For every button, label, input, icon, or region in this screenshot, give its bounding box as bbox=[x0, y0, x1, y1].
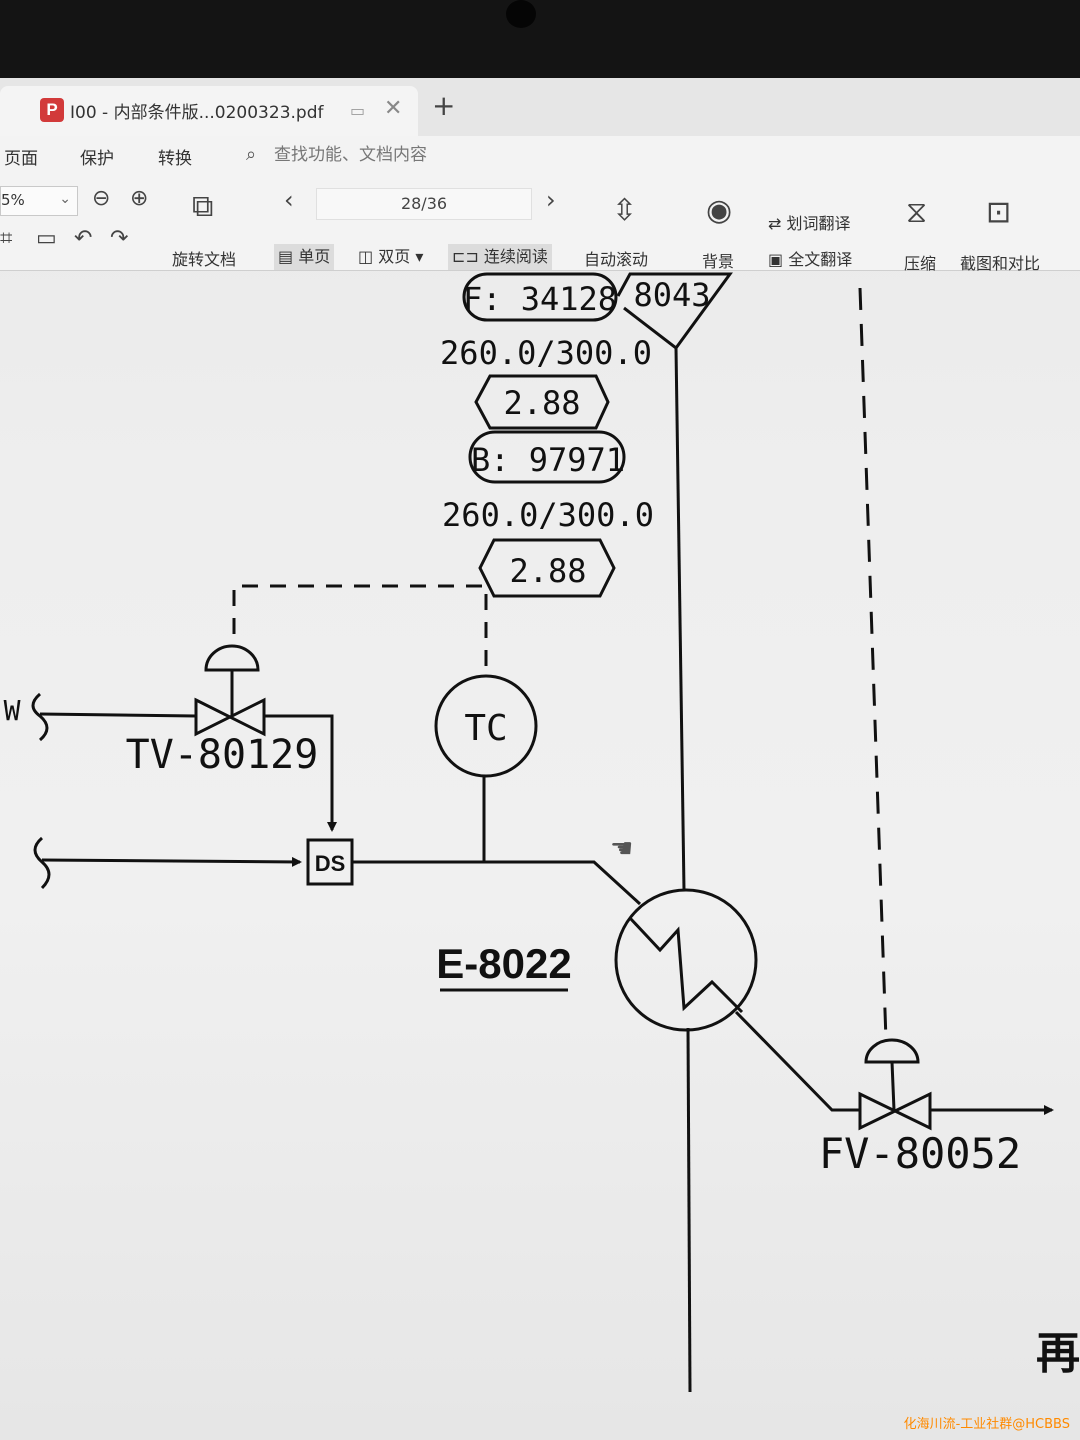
compress-label[interactable]: 压缩 bbox=[904, 254, 937, 273]
range-1: 260.0/300.0 bbox=[440, 334, 652, 372]
auto-scroll-icon[interactable]: ⇳ bbox=[612, 193, 638, 228]
word-translate-button[interactable]: ⇄ 划词翻译 bbox=[768, 210, 851, 234]
search-input[interactable] bbox=[274, 142, 534, 168]
single-page-icon: ▤ bbox=[278, 247, 294, 266]
range-2: 260.0/300.0 bbox=[442, 496, 654, 534]
tag-f-outline bbox=[462, 272, 618, 322]
line-to-exchanger bbox=[352, 860, 642, 906]
actuator-tv bbox=[204, 644, 260, 672]
menu-protect[interactable]: 保护 bbox=[80, 149, 114, 169]
process-line-bottom bbox=[686, 1027, 692, 1393]
zoom-value: 5% bbox=[1, 191, 25, 209]
line-w-inlet bbox=[39, 712, 197, 718]
actuator-fv bbox=[864, 1038, 920, 1064]
word-translate-label: 划词翻译 bbox=[786, 214, 851, 233]
rotate-left-icon[interactable]: ↶ bbox=[74, 226, 93, 251]
hand-cursor-icon: ☚ bbox=[610, 834, 634, 864]
full-translate-button[interactable]: ▣ 全文翻译 bbox=[768, 246, 852, 270]
zoom-select[interactable]: 5% ⌄ bbox=[0, 186, 78, 216]
tag-b-outline bbox=[468, 430, 626, 484]
actuator-stem-fv bbox=[890, 1061, 896, 1111]
valve-body-tv bbox=[194, 697, 266, 737]
stream-label-w: W bbox=[4, 694, 21, 727]
valve-body-fv bbox=[858, 1091, 932, 1131]
screenshot-icon[interactable]: ⊡ bbox=[986, 195, 1012, 230]
line-to-fv bbox=[734, 1010, 860, 1112]
corner-character: 再 bbox=[1036, 1328, 1080, 1379]
zoom-in-icon[interactable]: ⊕ bbox=[130, 186, 149, 211]
double-page-label: 双页 bbox=[378, 247, 411, 266]
watermark-text: 化海川流-工业社群@HCBBS bbox=[903, 1417, 1070, 1432]
tab-bar: P I00 - 内部条件版...0200323.pdf ▭ ✕ + bbox=[0, 78, 1080, 136]
monitor-screen: P I00 - 内部条件版...0200323.pdf ▭ ✕ + 页面 保护 … bbox=[0, 78, 1080, 1440]
search-icon: ⌕ bbox=[246, 144, 257, 165]
controller-tc bbox=[434, 674, 538, 778]
menu-convert[interactable]: 转换 bbox=[158, 149, 192, 169]
continuous-icon: ⊏⊐ bbox=[452, 247, 479, 266]
fit-width-icon[interactable]: ▭ bbox=[36, 226, 57, 251]
double-page-icon: ◫ bbox=[358, 247, 374, 266]
valve-label-tv: TV-80129 bbox=[126, 732, 319, 778]
prev-page-icon[interactable]: ‹ bbox=[284, 186, 294, 214]
camera bbox=[506, 0, 536, 28]
tab-title: I00 - 内部条件版...0200323.pdf bbox=[70, 103, 324, 123]
compress-icon[interactable]: ⧖ bbox=[906, 195, 928, 230]
value-2: 2.88 bbox=[509, 552, 586, 590]
tag-f: F: 34128 bbox=[463, 280, 617, 318]
rotate-document-label[interactable]: 旋转文档 bbox=[172, 250, 237, 269]
single-page-button[interactable]: ▤ 单页 bbox=[274, 244, 335, 270]
screenshot-compare-label[interactable]: 截图和对比 bbox=[960, 254, 1041, 273]
ds-label: DS bbox=[315, 851, 346, 876]
valve-label-fv: FV-80052 bbox=[819, 1129, 1021, 1178]
offpage-tag: 8043 bbox=[633, 276, 710, 314]
auto-scroll-label[interactable]: 自动滚动 bbox=[584, 250, 649, 269]
page-indicator[interactable]: 28/36 bbox=[316, 188, 532, 220]
offpage-connector bbox=[616, 272, 733, 351]
exchanger-e8022 bbox=[614, 888, 758, 1032]
background-label[interactable]: 背景 bbox=[702, 252, 735, 271]
tag-b: B: 97971 bbox=[471, 441, 625, 479]
single-page-label: 单页 bbox=[298, 247, 331, 266]
controller-tc-label: TC bbox=[464, 708, 507, 749]
close-icon[interactable]: ✕ bbox=[384, 96, 403, 121]
new-tab-button[interactable]: + bbox=[432, 89, 456, 122]
continuous-reading-button[interactable]: ⊏⊐ 连续阅读 bbox=[448, 244, 552, 270]
pid-drawing: F: 34128 260.0/300.0 2.88 B: 97971 260.0… bbox=[4, 272, 1080, 1393]
translate-doc-icon: ▣ bbox=[768, 250, 789, 269]
double-page-button[interactable]: ◫ 双页 ▾ bbox=[354, 244, 427, 270]
line-lower-inlet bbox=[41, 856, 302, 867]
break-symbol-w bbox=[31, 692, 49, 742]
pdf-icon: P bbox=[40, 98, 64, 122]
break-symbol-lower bbox=[33, 836, 51, 890]
fit-page-icon[interactable]: ⌗ bbox=[0, 226, 13, 251]
next-page-icon[interactable]: › bbox=[546, 186, 556, 214]
ribbon-toolbar: 页面 保护 转换 ⌕ 5% ⌄ ⊖ ⊕ ⌗ ▭ ↶ ↷ ⧉ 旋转文档 ‹ 28/… bbox=[0, 136, 1080, 273]
document-tab[interactable]: P I00 - 内部条件版...0200323.pdf ▭ ✕ bbox=[0, 86, 418, 136]
value-1-hexagon bbox=[474, 374, 610, 430]
line-tv-outlet bbox=[264, 714, 337, 832]
process-line-vertical bbox=[674, 347, 686, 891]
monitor-icon: ▭ bbox=[350, 101, 366, 120]
exchanger-label: E-8022 bbox=[436, 940, 571, 987]
menu-page[interactable]: 页面 bbox=[4, 149, 38, 169]
eye-icon[interactable]: ◉ bbox=[706, 193, 733, 228]
value-1: 2.88 bbox=[503, 384, 580, 422]
full-translate-label: 全文翻译 bbox=[788, 250, 853, 269]
value-2-hexagon bbox=[478, 538, 616, 598]
continuous-label: 连续阅读 bbox=[483, 247, 548, 266]
chevron-down-icon: ▾ bbox=[415, 247, 424, 266]
rotate-document-icon[interactable]: ⧉ bbox=[192, 189, 214, 224]
signal-line-fv bbox=[858, 287, 888, 1041]
translate-icon: ⇄ bbox=[768, 214, 787, 233]
rotate-right-icon[interactable]: ↷ bbox=[110, 226, 129, 251]
exchanger-coil bbox=[628, 916, 744, 1014]
zoom-out-icon[interactable]: ⊖ bbox=[92, 186, 111, 211]
chevron-down-icon: ⌄ bbox=[59, 191, 71, 207]
signal-line-tv bbox=[232, 584, 488, 666]
